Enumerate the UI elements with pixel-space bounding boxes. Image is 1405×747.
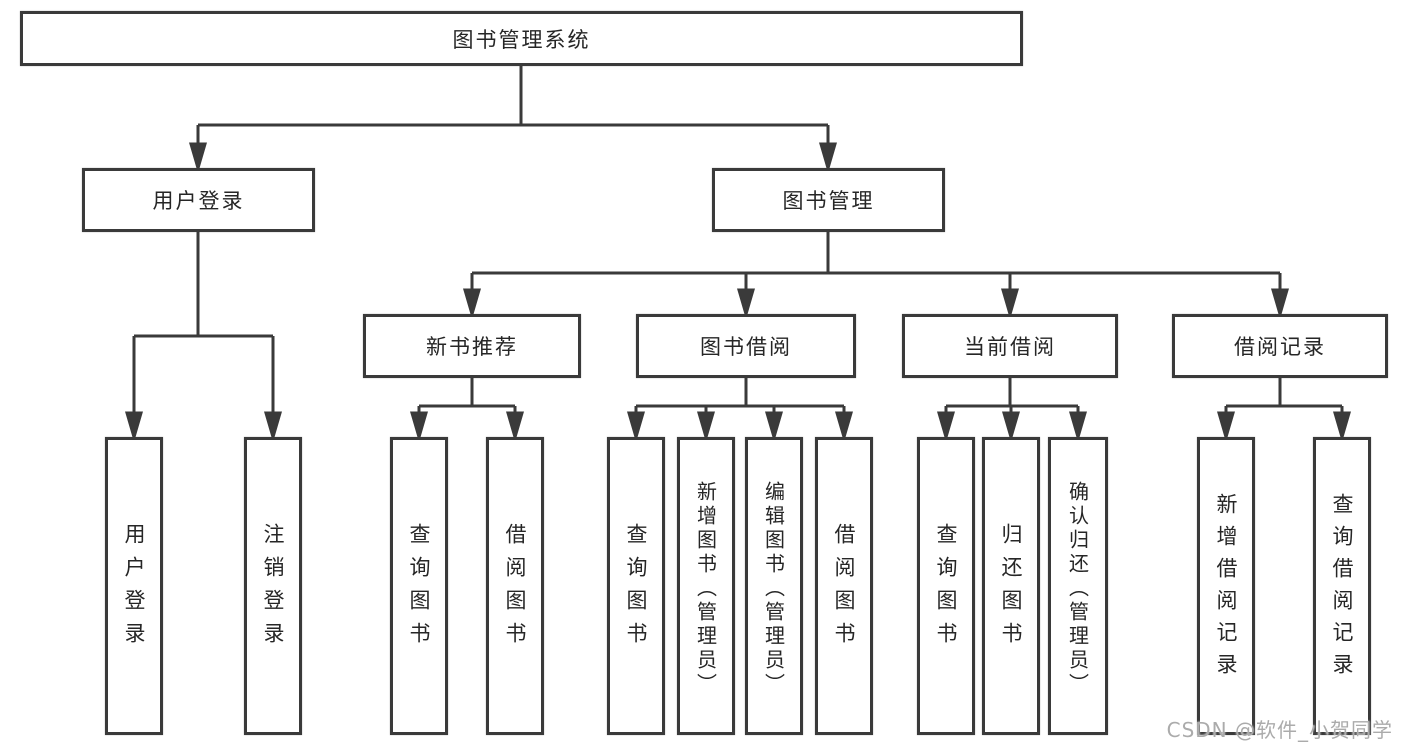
node-leaf-add-borrow-record: 新增借阅记录 [1197,437,1255,735]
node-leaf-borrow-books-a: 借阅图书 [486,437,544,735]
arrow-down-icon [264,411,282,443]
connector-bookmgmt-to-level3 [463,232,1289,320]
node-leaf-confirm-return-admin: 确认归还（管理员） [1048,437,1108,735]
arrow-down-icon [1217,411,1235,443]
arrow-down-icon [1002,411,1020,443]
arrow-down-icon [819,142,837,174]
node-book-management: 图书管理 [712,168,945,232]
arrow-down-icon [125,411,143,443]
connector-borrowing-to-leaves [627,378,853,443]
node-leaf-query-borrow-record: 查询借阅记录 [1313,437,1371,735]
node-leaf-edit-book-admin: 编辑图书（管理员） [745,437,803,735]
arrow-down-icon [410,411,428,443]
arrow-down-icon [506,411,524,443]
node-leaf-user-login: 用户登录 [105,437,163,735]
node-leaf-logout: 注销登录 [244,437,302,735]
arrow-down-icon [1333,411,1351,443]
arrow-down-icon [697,411,715,443]
arrow-down-icon [1069,411,1087,443]
connector-current-to-leaves [937,378,1087,443]
node-library-management-system: 图书管理系统 [20,11,1023,66]
arrow-down-icon [627,411,645,443]
node-leaf-borrow-books-b: 借阅图书 [815,437,873,735]
arrow-down-icon [189,142,207,174]
node-current-borrowing: 当前借阅 [902,314,1118,378]
connector-records-to-leaves [1217,378,1351,443]
node-leaf-return-books: 归还图书 [982,437,1040,735]
node-leaf-query-books-b: 查询图书 [607,437,665,735]
arrow-down-icon [737,288,755,320]
node-new-book-recommend: 新书推荐 [363,314,581,378]
arrow-down-icon [937,411,955,443]
node-leaf-query-books-a: 查询图书 [390,437,448,735]
node-leaf-add-book-admin: 新增图书（管理员） [677,437,735,735]
arrow-down-icon [835,411,853,443]
arrow-down-icon [1001,288,1019,320]
node-leaf-query-books-c: 查询图书 [917,437,975,735]
arrow-down-icon [1271,288,1289,320]
node-borrowing-records: 借阅记录 [1172,314,1388,378]
arrow-down-icon [765,411,783,443]
connector-root-to-level2 [189,66,837,174]
node-user-login: 用户登录 [82,168,315,232]
connector-userlogin-to-leaves [125,232,282,443]
node-book-borrowing: 图书借阅 [636,314,856,378]
arrow-down-icon [463,288,481,320]
csdn-watermark: CSDN @软件_小贺同学 [1166,718,1393,742]
connector-newbook-to-leaves [410,378,524,443]
